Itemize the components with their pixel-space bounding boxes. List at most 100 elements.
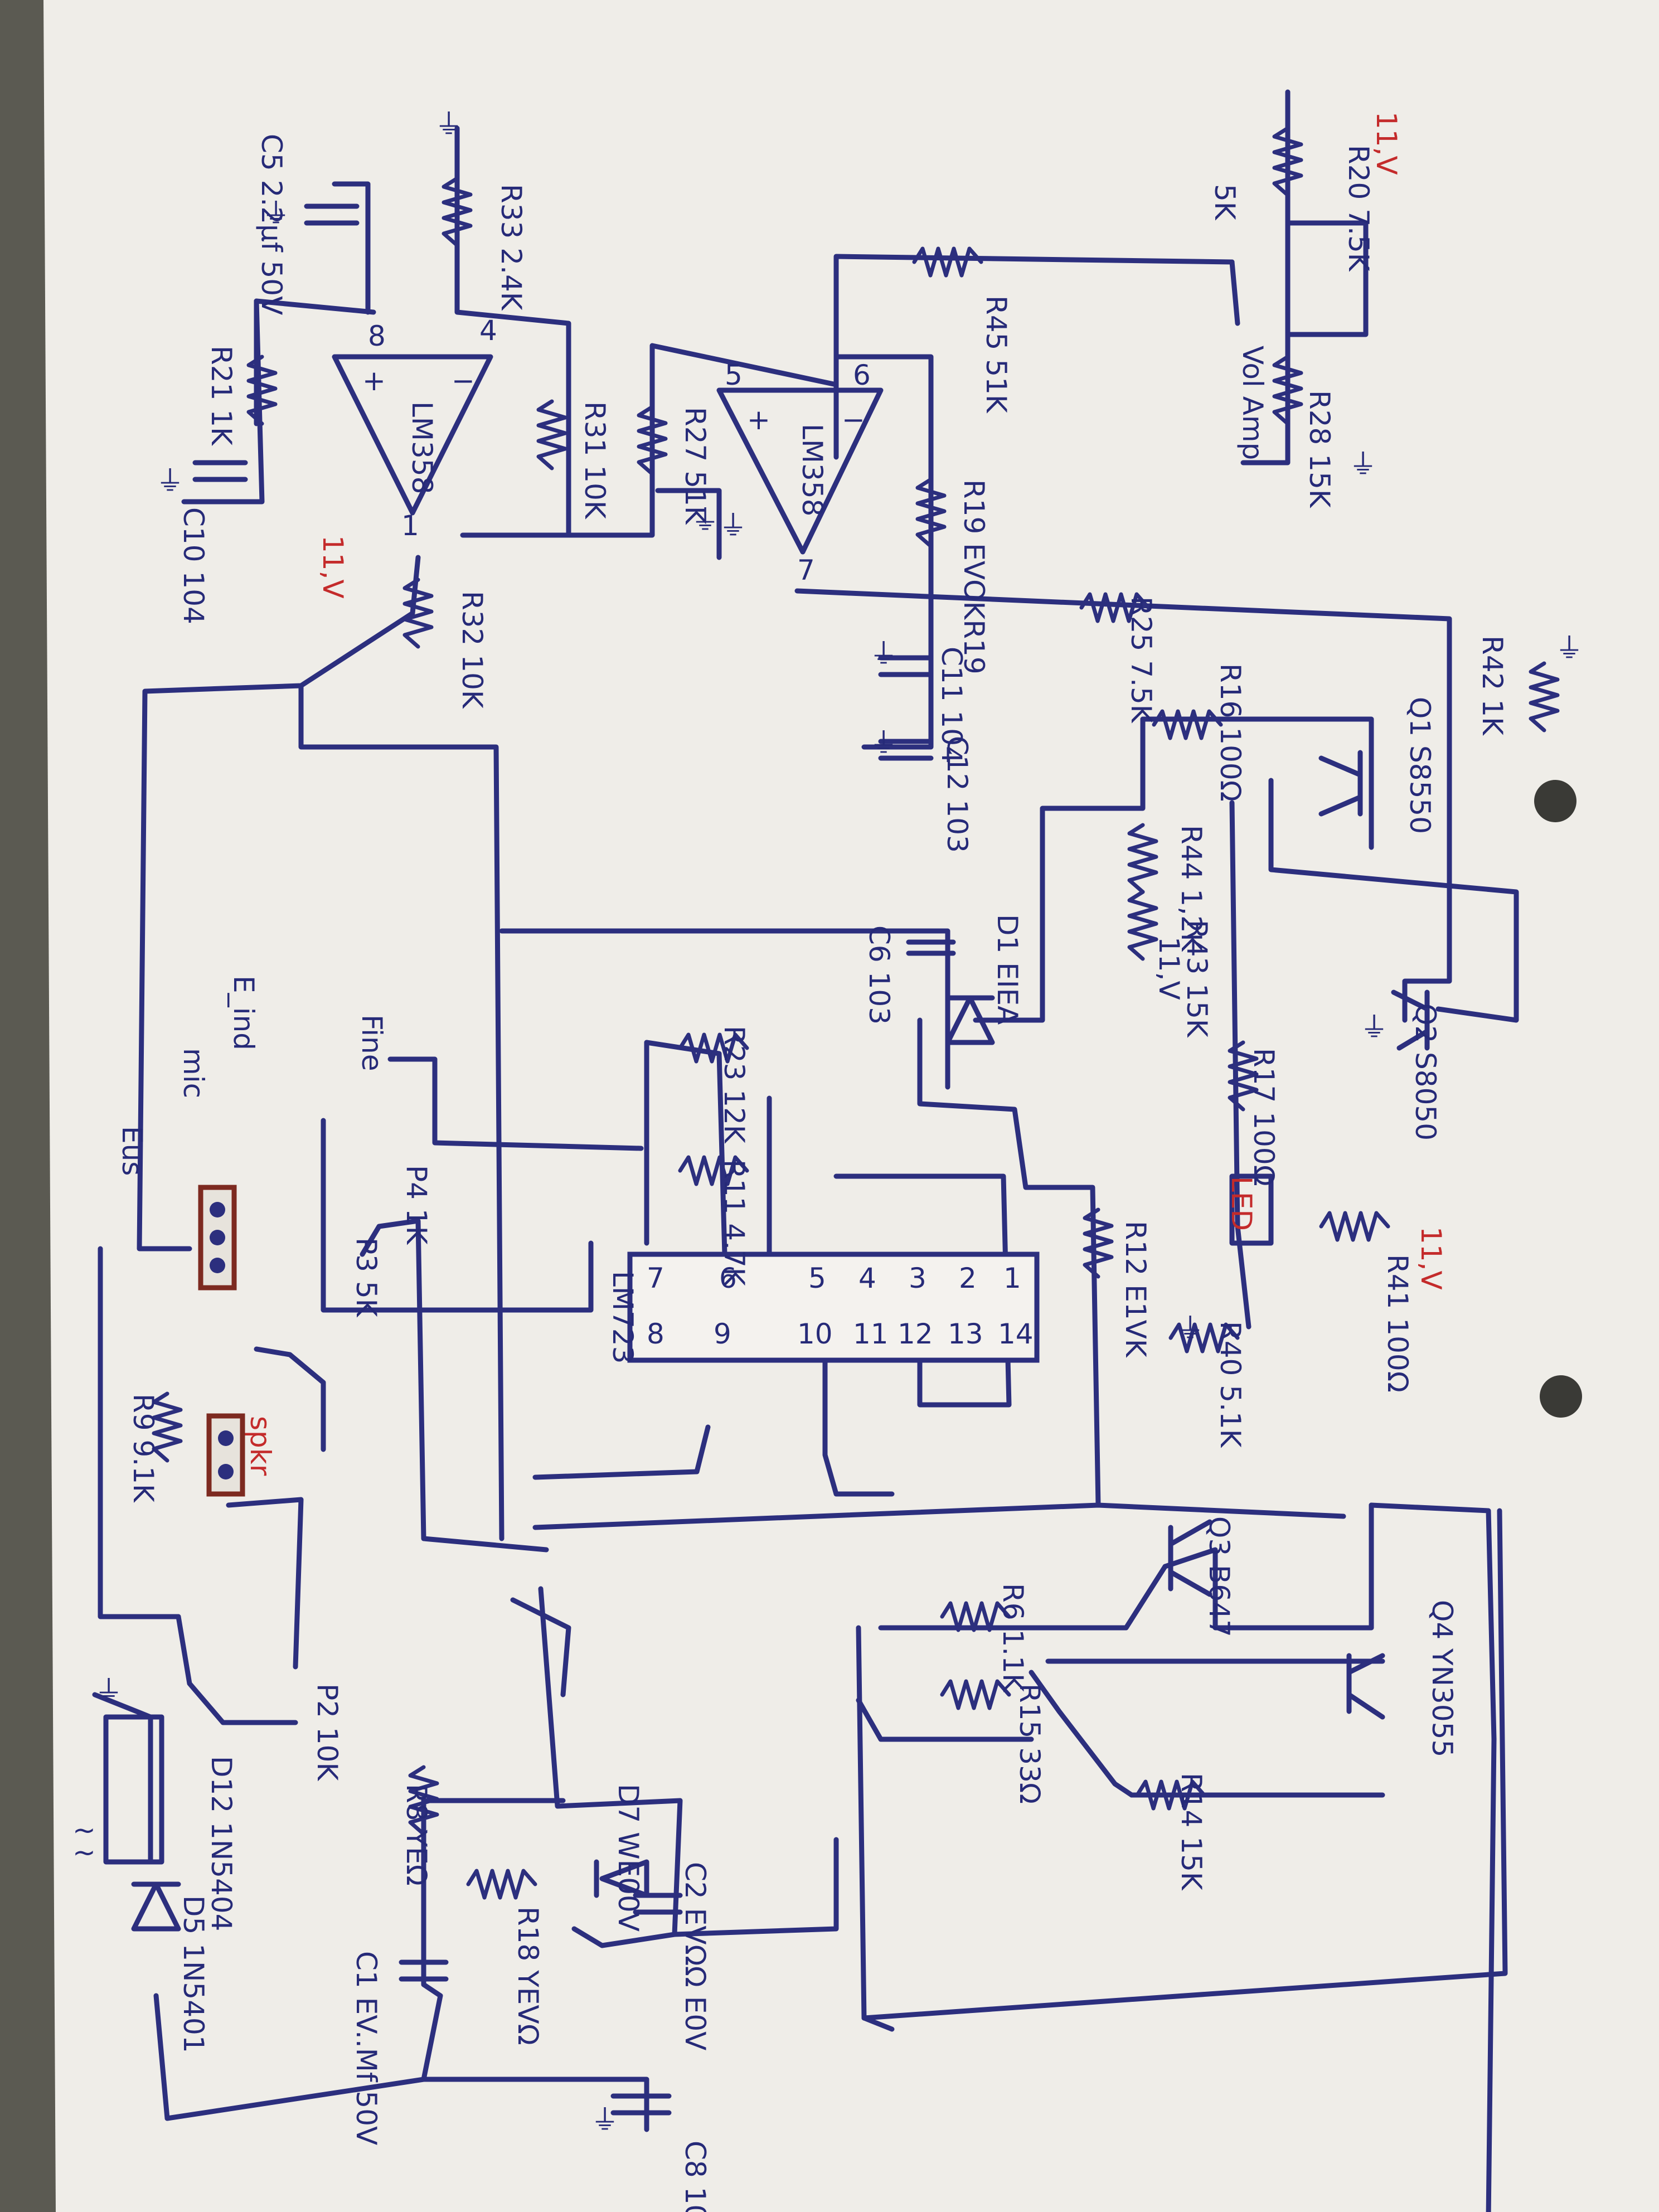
resistor-zigzag — [912, 246, 983, 278]
ic-pin: 13 — [948, 1318, 983, 1350]
ic-pin: 12 — [898, 1318, 933, 1350]
resistor-label: R44 1,2K — [1175, 825, 1207, 952]
resistor-zigzag — [466, 1869, 537, 1900]
pin-dot — [210, 1202, 225, 1217]
resistor-zigzag — [1127, 823, 1158, 894]
resistor-label: R19 EVOKR19 — [958, 479, 990, 675]
ac-input-mark: ~ — [72, 1814, 96, 1846]
vol-amp-note: Vol Amp — [1236, 346, 1269, 460]
resistor-zigzag — [408, 1765, 439, 1836]
ic-lm723: 1 2 3 4 5 6 7 14 13 12 11 10 9 8 LM723 — [607, 1251, 1040, 1364]
opamp-b-label: LM358 — [796, 424, 828, 516]
ground-symbol: ⏚ — [691, 504, 719, 536]
opamp-a-minus: − — [452, 365, 475, 397]
resistor-zigzag — [678, 1032, 749, 1064]
opamp-a: LM358 + − 8 4 1 — [332, 314, 497, 542]
resistor-zigzag — [637, 405, 668, 476]
ic-pin: 9 — [714, 1318, 731, 1350]
resistor-zigzag — [1228, 1040, 1259, 1112]
potentiometer-label: P4 1K — [400, 1165, 433, 1245]
potentiometer-label: P2 10K — [311, 1684, 343, 1781]
connector-note-2: E_ind — [227, 976, 260, 1050]
capacitor-label: C11 104 — [935, 647, 968, 764]
resistor-label: R27 51K — [679, 407, 711, 525]
opamp-b: LM358 + − 5 6 7 — [716, 359, 884, 586]
capacitor-label: C12 103 — [941, 736, 973, 853]
resistor-zigzag — [536, 399, 567, 470]
resistor-label: R17 100Ω — [1248, 1048, 1280, 1186]
resistor-label: R31 10K — [579, 401, 611, 520]
opamp-b-pin7: 7 — [797, 554, 815, 586]
resistor-zigzag — [940, 1601, 1011, 1632]
misc-symbols — [103, 203, 1274, 2116]
transistor-symbols — [1168, 750, 1430, 1720]
transistor-label: Q2 S8050 — [1409, 1003, 1442, 1141]
capacitor-label: C5 2.2µf 50V — [255, 134, 288, 315]
opamp-b-pin6: 6 — [853, 359, 871, 391]
ground-symbol: ⏚ — [1176, 1312, 1204, 1345]
resistor-label: R32 10K — [456, 591, 488, 709]
resistor-label: R33 2.4K — [495, 184, 527, 311]
resistor-zigzag — [1272, 355, 1303, 426]
pin-dot — [210, 1258, 225, 1273]
punch-hole-top — [1534, 780, 1576, 822]
ground-symbol: ⏚ — [435, 108, 463, 140]
capacitor-label: C10 104 — [177, 507, 210, 624]
led-label: LED — [1225, 1176, 1258, 1231]
ic-pins-bottom: 14 13 12 11 10 9 8 — [647, 1318, 1034, 1350]
resistor-zigzag — [940, 1679, 1011, 1710]
opamp-b-minus: − — [842, 404, 865, 436]
supply-voltage-opamp-a: 11,V — [317, 535, 349, 599]
transistor-label: Q4 YN3055 — [1426, 1600, 1458, 1757]
ground-symbol: ⏚ — [870, 727, 898, 759]
mic-note: mic — [177, 1048, 210, 1098]
ic-pin: 8 — [647, 1318, 664, 1350]
resistor-label: R45 51K — [980, 295, 1012, 414]
resistor-zigzag — [442, 176, 473, 248]
resistor-label: R20 7.5K — [1342, 145, 1375, 272]
speaker-label: spkr — [244, 1416, 276, 1476]
pin-dot — [218, 1464, 234, 1479]
resistor-zigzag — [402, 578, 434, 649]
pin-dot — [210, 1230, 225, 1245]
opamp-a-pin1: 1 — [401, 510, 419, 542]
resistor-label: R40 5.1K — [1214, 1321, 1246, 1448]
ground-symbol: ⏚ — [95, 1675, 123, 1707]
ic-pin: 3 — [909, 1262, 926, 1294]
ground-symbol: ⏚ — [870, 638, 898, 670]
ic-pin: 5 — [808, 1262, 826, 1294]
resistor-label: R42 1K — [1476, 636, 1508, 736]
resistor-label: R25 7.5K — [1125, 596, 1157, 724]
ic-pin: 6 — [719, 1262, 737, 1294]
resistor-zigzag — [1127, 890, 1158, 961]
transistor-label: Q3 B647 — [1203, 1516, 1235, 1637]
opamp-b-plus: + — [747, 404, 770, 436]
punch-hole-bottom — [1540, 1375, 1582, 1418]
diode-label: D7 WE00V — [612, 1784, 644, 1932]
component-labels: R20 7.5K R28 15K R45 51K R19 EVOKR19 R27 51K… — [72, 108, 1583, 2212]
resistor-label: R9 9.1K — [127, 1394, 159, 1503]
diode-label: D12 1N5404 — [205, 1756, 237, 1931]
ic-lm723-label: LM723 — [607, 1271, 639, 1364]
supply-voltage-top: 11,V — [1370, 111, 1403, 175]
resistor-label: R8 YEΩ — [400, 1784, 433, 1886]
supply-voltage-led: 11,V — [1415, 1226, 1447, 1290]
transistor-label: Q1 S8550 — [1404, 697, 1436, 834]
resistor-zigzag — [678, 1155, 749, 1186]
capacitor-label: C1 EV..Mf 50V — [350, 1951, 382, 2145]
ground-symbol: ⏚ — [156, 465, 184, 497]
resistor-zigzag — [1529, 661, 1560, 733]
ic-pin: 10 — [797, 1318, 833, 1350]
resistor-zigzag — [1152, 709, 1223, 740]
resistor-label: R15 33Ω — [1013, 1684, 1046, 1804]
resistor-label: R21 1K — [205, 346, 237, 446]
resistor-label: R43 15K — [1181, 920, 1213, 1038]
resistor-zigzags — [152, 126, 1560, 1900]
resistor-label: R28 15K — [1303, 390, 1336, 508]
ground-symbol: ⏚ — [1360, 1011, 1388, 1044]
opamp-a-label: LM358 — [406, 401, 438, 494]
resistor-zigzag — [1083, 1207, 1114, 1279]
ground-symbol: ⏚ — [1555, 632, 1583, 664]
ic-pin: 4 — [858, 1262, 876, 1294]
